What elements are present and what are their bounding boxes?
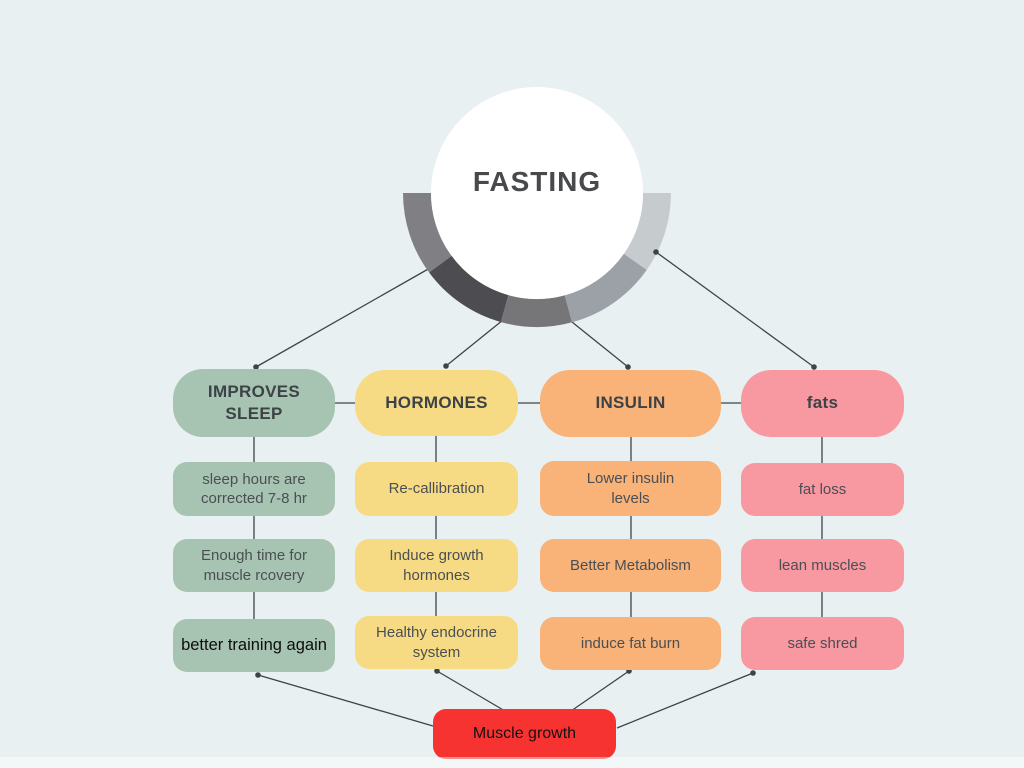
line-hub-to-hormones [445,319,504,367]
branch-header-label: IMPROVES SLEEP [207,381,301,423]
dot [811,364,817,370]
node-label: lean muscles [778,556,867,574]
branch-header-insulin[interactable]: INSULIN [540,370,721,437]
node-label: Lower insulin levels [586,470,675,507]
node-label: Muscle growth [472,725,577,742]
branch-header-label: HORMONES [385,392,488,412]
connector-dots [253,249,817,678]
branch-header-hormones[interactable]: HORMONES [355,370,518,436]
arc-segment-1 [403,192,452,273]
line-hub-to-fats [655,251,815,368]
arc-segment-4 [564,253,647,323]
dot [750,670,756,676]
dot [443,363,449,369]
hub-arc [403,192,671,327]
line-sleep-to-growth [257,674,434,727]
node-muscle-growth[interactable]: Muscle growth [433,709,616,759]
central-topic-label[interactable]: FASTING [472,166,602,197]
line-hub-to-insulin [571,321,629,368]
dot [434,668,440,674]
node-label: Healthy endocrine system [376,624,497,661]
node-label: Better Metabolism [570,556,691,574]
node-label: Re-callibration [388,480,485,498]
node-label: Induce growth hormones [389,547,484,584]
node-fat-loss[interactable]: fat loss [741,463,904,516]
node-fat-burn[interactable]: induce fat burn [540,617,721,670]
dot [255,672,261,678]
node-label: fat loss [798,480,847,498]
node-lean-muscles[interactable]: lean muscles [741,539,904,592]
node-label: better training again [181,635,327,654]
node-safe-shred[interactable]: safe shred [741,617,904,670]
line-hormones-to-growth [436,670,506,712]
node-label: sleep hours are corrected 7-8 hr [201,470,307,508]
branch-header-fats[interactable]: fats [741,370,904,437]
node-growth-hormones[interactable]: Induce growth hormones [355,539,518,592]
hub-circle[interactable] [431,87,643,299]
node-muscle-recovery[interactable]: Enough time for muscle rcovery [173,539,335,592]
node-better-metabolism[interactable]: Better Metabolism [540,539,721,592]
node-endocrine-system[interactable]: Healthy endocrine system [355,616,518,669]
dot [253,364,259,370]
node-better-training[interactable]: better training again [173,619,335,672]
node-lower-insulin[interactable]: Lower insulin levels [540,461,721,516]
node-recalibration[interactable]: Re-callibration [355,462,518,516]
line-insulin-to-growth [570,670,630,712]
node-label: Enough time for muscle rcovery [201,547,307,584]
branch-header-label: INSULIN [595,393,666,413]
node-sleep-hours[interactable]: sleep hours are corrected 7-8 hr [173,462,335,516]
branch-header-label: fats [806,393,839,413]
arc-segment-5 [623,192,671,270]
arc-segment-2 [429,255,509,323]
node-label: induce fat burn [580,634,681,652]
node-label: safe shred [787,634,858,652]
canvas-bottom-edge [0,757,1024,768]
arc-segment-3 [500,295,573,327]
line-fats-to-growth [616,672,754,729]
dot [653,249,659,255]
line-hub-to-sleep [255,267,431,368]
branch-header-improves-sleep[interactable]: IMPROVES SLEEP [173,369,335,437]
connector-lines [253,251,823,729]
dot [625,364,631,370]
